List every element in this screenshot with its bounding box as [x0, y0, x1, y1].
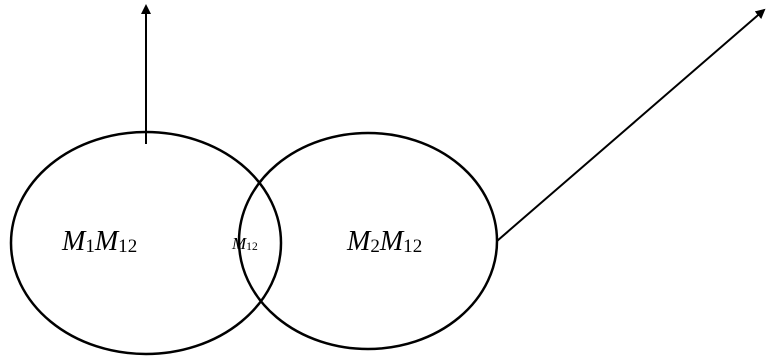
left-label-sub2: 12 — [118, 236, 138, 258]
overlap-label-var1: M — [232, 234, 247, 253]
overlap-region-label: M12 — [232, 234, 258, 254]
diagonal-arrow — [496, 8, 766, 242]
right-label-var2: M — [379, 226, 404, 257]
right-label-sub1: 2 — [370, 236, 380, 258]
left-label-var2: M — [94, 226, 119, 257]
overlap-label-sub1: 12 — [246, 240, 258, 254]
right-label-var1: M — [347, 226, 371, 257]
right-label-sub2: 12 — [403, 236, 423, 258]
left-label-sub1: 1 — [85, 236, 95, 258]
left-label-var1: M — [62, 226, 86, 257]
left-region-label: M1M12 — [62, 226, 138, 258]
right-region-label: M2M12 — [347, 226, 423, 258]
